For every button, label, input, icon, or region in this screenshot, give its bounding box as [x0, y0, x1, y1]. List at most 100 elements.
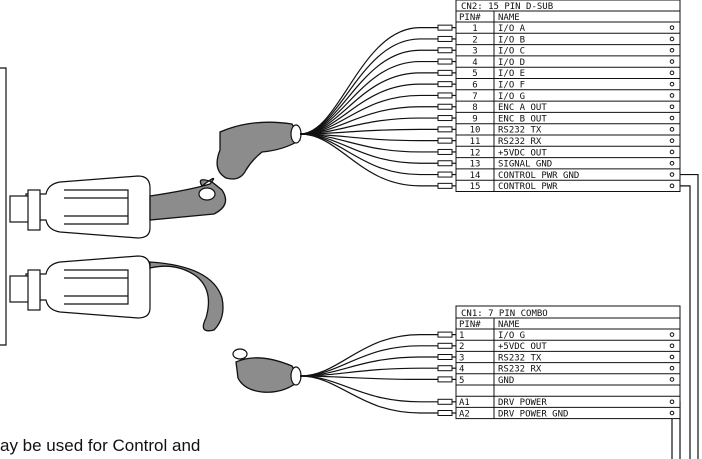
cn1-wire-pin — [437, 354, 453, 360]
cn1-pin-number: 2 — [459, 342, 464, 352]
cn2-terminal — [669, 47, 675, 53]
cn2-pin-number: 10 — [470, 126, 481, 136]
cn2-wire-pin — [437, 115, 453, 122]
cn2-terminal — [669, 172, 675, 177]
cn2-pin-number: 14 — [470, 171, 481, 181]
cn2-wire-pin — [437, 69, 453, 76]
cn1-terminal — [669, 343, 675, 349]
panel-edge — [0, 67, 7, 346]
plug-inner — [64, 189, 129, 225]
bus-drv-power-gnd — [671, 412, 674, 459]
cable-boot-cn1 — [149, 261, 224, 332]
cn2-wire — [299, 83, 438, 135]
cn1-terminal — [669, 365, 675, 371]
cn2-wire-pin — [437, 92, 453, 99]
cn2-wire-pin — [437, 35, 453, 42]
cn1-pin-name: RS232 RX — [498, 365, 542, 375]
cn2-wire-pin — [437, 160, 453, 167]
cn1-pin-number: 1 — [459, 331, 464, 341]
cn1-pin-name: I/O G — [498, 331, 525, 341]
cable-end — [290, 366, 302, 386]
cn2-header-name: NAME — [498, 13, 520, 23]
cn1-header-name: NAME — [498, 320, 520, 330]
cn1-terminal — [669, 332, 675, 337]
cn2-pin-name: I/O F — [498, 81, 525, 91]
cn2-wire-pin — [437, 182, 453, 189]
cn2-pin-number: 2 — [472, 35, 477, 45]
cable-end — [290, 124, 302, 144]
cn2-pin-name: I/O G — [498, 92, 525, 102]
cn1-wire — [299, 334, 438, 377]
cn1-header-pin: PIN# — [459, 320, 481, 330]
cn2-terminal — [669, 59, 675, 64]
cn1-wire-pin — [437, 376, 453, 383]
cn2-terminal — [669, 36, 675, 42]
cn1-terminal — [669, 410, 675, 416]
cn1-pin-name: RS232 TX — [498, 353, 542, 363]
cn2-pin-name: CONTROL PWR — [498, 182, 558, 192]
cn1-wire — [299, 375, 438, 380]
cn2-wire-pin — [437, 24, 453, 31]
cn2-wire — [299, 72, 438, 135]
cn1-terminal — [669, 399, 675, 405]
plug-collar — [27, 189, 41, 231]
plug-shell — [25, 255, 151, 319]
cn2-wire-pin — [437, 137, 453, 144]
cn2-terminal — [669, 70, 675, 76]
cn2-terminal — [669, 93, 675, 98]
cn1-wire-pin — [437, 410, 453, 416]
cn2-wire-pin — [437, 47, 453, 54]
cn2-pin-name: ENC A OUT — [498, 103, 547, 113]
cn2-wire-pin — [437, 148, 453, 155]
cn2-terminal — [669, 104, 675, 110]
bus-control-pwr-gnd — [674, 173, 699, 459]
cn1-wire-pin — [437, 365, 453, 372]
cn2-pin-name: I/O A — [498, 24, 526, 34]
cn2-terminal — [669, 183, 675, 189]
cn1-pin-number: A2 — [459, 409, 470, 419]
cn2-pin-number: 13 — [470, 160, 481, 170]
cn2-wire — [299, 38, 438, 135]
cn2-pin-number: 6 — [472, 81, 477, 91]
plug-shell — [25, 175, 151, 239]
cn2-wire-pin — [437, 126, 453, 133]
cn2-pin-number: 7 — [472, 92, 477, 102]
cable-knob — [198, 187, 216, 201]
cn2-wire-pin — [437, 171, 453, 178]
cn2-pin-number: 9 — [472, 114, 477, 124]
cn2-pin-name: +5VDC OUT — [498, 148, 547, 158]
cn1-pin-number: 5 — [459, 376, 464, 386]
cn2-pin-number: 15 — [470, 182, 481, 192]
cn1-wire-pin — [437, 398, 453, 405]
cn1-wire — [299, 345, 438, 377]
cn2-wire-pin — [437, 103, 453, 110]
cn1-pin-name: GND — [498, 376, 514, 386]
cn2-terminal — [669, 115, 675, 121]
cn1-pin-name: DRV POWER GND — [498, 409, 568, 419]
cn2-pin-name: I/O C — [498, 47, 525, 57]
cn2-table-border — [455, 0, 681, 192]
cn2-pin-number: 11 — [470, 137, 481, 147]
cn2-terminal — [669, 81, 675, 87]
cn2-pin-number: 3 — [472, 47, 477, 57]
cn1-wire — [299, 375, 438, 414]
cn2-pin-name: ENC B OUT — [498, 114, 547, 124]
cn1-wire-pin — [437, 342, 453, 349]
cn2-wire-pin — [437, 58, 453, 65]
cn1-pin-name: +5VDC OUT — [498, 342, 547, 352]
cn2-terminal — [669, 138, 675, 143]
cn2-pin-number: 5 — [472, 69, 477, 79]
cn2-pin-number: 8 — [472, 103, 477, 113]
cn1-pin-number: A1 — [459, 398, 470, 408]
cn2-terminal — [669, 160, 675, 166]
cn2-title: CN2: 15 PIN D-SUB — [461, 2, 553, 12]
cn2-pin-name: SIGNAL GND — [498, 160, 552, 170]
connector-cn1 — [9, 255, 151, 319]
cable-jacket-cn1 — [235, 357, 301, 393]
cn2-pin-name: RS232 RX — [498, 137, 542, 147]
cable-jacket-cn2 — [216, 121, 301, 180]
cn2-pin-name: I/O D — [498, 58, 525, 68]
cn2-wire — [299, 94, 438, 135]
cn2-terminal — [669, 25, 675, 30]
